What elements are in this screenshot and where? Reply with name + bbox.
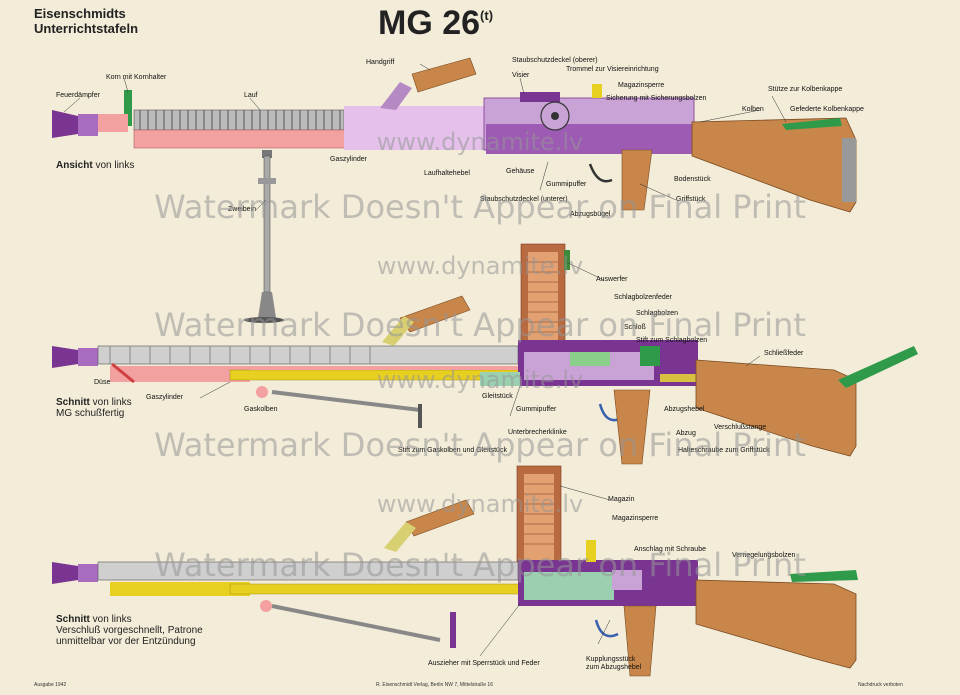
label-gummipuffer-middle: Gummipuffer (516, 406, 557, 413)
label-feuerdampfer: Feuerdämpfer (56, 92, 100, 99)
label-halteschraube: Halteschraube zum Griffstück (678, 447, 770, 454)
label-verschlussstange: Verschlußstange (714, 424, 767, 431)
label-schlagbolzenfeder: Schlagbolzenfeder (614, 294, 672, 301)
view-fired-bold: Schnitt (56, 614, 90, 625)
view-exterior-bold: Ansicht (56, 160, 93, 171)
publisher-name: Eisenschmidts Unterrichtstafeln (34, 6, 138, 36)
label-auszieher: Auszieher mit Sperrstück und Feder (428, 660, 540, 667)
label-visier: Visier (512, 72, 530, 79)
title-superscript: (t) (480, 8, 494, 23)
label-magazinsperre: Magazinsperre (618, 82, 665, 89)
label-laufhaltehebel: Laufhaltehebel (424, 170, 470, 177)
label-stift-schlagbolzen: Stift zum Schlagbolzen (636, 337, 708, 344)
view-ready-bold: Schnitt (56, 397, 90, 408)
label-verriegelungsbolzen: Verriegelungsbolzen (732, 552, 796, 559)
cutaway-fired-drawing (52, 465, 858, 677)
page-title: MG 26(t) (378, 4, 493, 43)
label-schlagbolzen: Schlagbolzen (636, 310, 679, 317)
label-abzugsbuegel: Abzugsbügel (570, 211, 611, 218)
kupplung-line-2: zum Abzugshebel (586, 664, 642, 671)
label-zweibein: Zweibein (228, 206, 257, 213)
label-unterbrecherklinke: Unterbrecherklinke (508, 429, 567, 436)
label-griffstueck: Griffstück (676, 196, 706, 203)
footer-copyright: Nachdruck verboten (858, 682, 903, 688)
kupplung-line-1: Kupplungsstück (586, 656, 636, 663)
label-korn: Korn mit Kornhalter (106, 74, 167, 81)
label-gummipuffer-top: Gummipuffer (546, 181, 587, 188)
view-fired-rest: von links (89, 614, 132, 625)
label-sicherung: Sicherung mit Sicherungsbolzen (606, 95, 707, 102)
view-ready-line2: MG schußfertig (56, 408, 125, 419)
label-abzugshebel: Abzugshebel (664, 406, 705, 413)
label-bodenstueck: Bodenstück (674, 176, 711, 183)
label-handgriff: Handgriff (366, 59, 395, 66)
view-exterior-rest: von links (92, 160, 135, 171)
title-text: MG 26 (378, 4, 481, 42)
label-stuetze: Stütze zur Kolbenkappe (768, 86, 843, 93)
label-anschlag: Anschlag mit Schraube (634, 546, 706, 553)
label-abzug: Abzug (676, 430, 696, 437)
label-auswerfer: Auswerfer (596, 276, 628, 283)
label-gehaeuse: Gehäuse (506, 168, 535, 175)
label-magazinsperre-bottom: Magazinsperre (612, 515, 659, 522)
view-fired-line2: Verschluß vorgeschnellt, Patrone (56, 625, 203, 636)
exterior-view-drawing (52, 57, 857, 323)
label-schliessfeder: Schließfeder (764, 350, 804, 357)
label-schloss: Schloß (624, 324, 646, 331)
publisher-line-2: Unterrichtstafeln (34, 21, 139, 36)
view-ready-rest: von links (89, 397, 132, 408)
footer-edition: Ausgabe 1942 (34, 682, 67, 688)
label-gaszylinder-middle: Gaszylinder (146, 394, 183, 401)
label-trommel: Trommel zur Visiereinrichtung (566, 66, 659, 73)
view-fired-line3: unmittelbar vor der Entzündung (56, 636, 196, 647)
footer-publisher: R. Eisenschmidt Verlag, Berlin NW 7, Mit… (376, 682, 493, 688)
label-staubschutzdeckel-oben: Staubschutzdeckel (oberer) (512, 57, 598, 64)
label-kolben: Kolben (742, 106, 764, 113)
label-lauf: Lauf (244, 92, 258, 99)
view-label-exterior: Ansicht von links (56, 160, 134, 171)
label-duese: Düse (94, 379, 111, 386)
label-gleitstueck: Gleitstück (482, 393, 513, 400)
label-staubschutzdeckel-unten: Staubschutzdeckel (unterer) (480, 196, 568, 203)
label-gaskolben: Gaskolben (244, 406, 278, 413)
label-magazin: Magazin (608, 496, 635, 503)
label-kolbenkappe: Gefederte Kolbenkappe (790, 106, 864, 113)
cutaway-ready-drawing (52, 243, 918, 465)
publisher-line-1: Eisenschmidts (34, 6, 126, 21)
label-stift-gaskolben: Stift zum Gaskolben und Gleitstück (398, 447, 507, 454)
label-gaszylinder-top: Gaszylinder (330, 156, 367, 163)
